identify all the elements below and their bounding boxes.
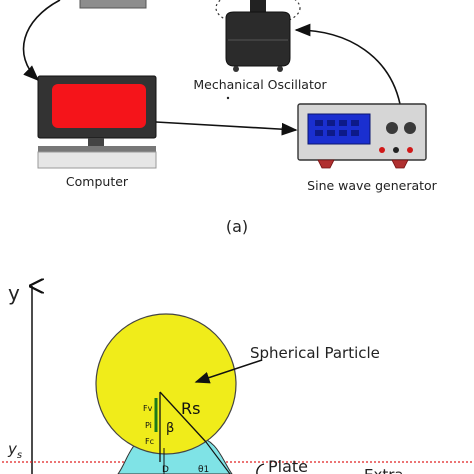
- connector-arrow-top-to-computer: [22, 0, 61, 82]
- particle-pointer-arrow: [194, 359, 263, 384]
- beta-label: β: [166, 421, 174, 436]
- y-axis-label: y: [8, 281, 20, 305]
- plate-bracket: [256, 463, 265, 474]
- oscillator-label: Mechanical Oscillator: [193, 77, 327, 92]
- particle-label: Spherical Particle: [250, 344, 380, 362]
- rs-label: Rs: [181, 399, 200, 418]
- extra-label: Extra...: [364, 466, 418, 474]
- radius-line: [159, 391, 207, 443]
- d-label: D: [162, 465, 169, 474]
- ys-label: ys: [7, 440, 22, 461]
- computer-icon: [37, 75, 157, 169]
- mechanical-oscillator-icon: [215, 0, 301, 72]
- small-dot: [226, 96, 230, 100]
- force-label-fc: Fc: [145, 437, 154, 446]
- sine-wave-generator-icon: [297, 103, 427, 169]
- theta-label: θ1: [198, 465, 209, 474]
- panel-a-caption: (a): [226, 217, 248, 236]
- top-device-block: [79, 0, 147, 9]
- contact-tangent-line: [205, 441, 231, 474]
- computer-label: Computer: [66, 174, 129, 189]
- plate-label: Plate: [268, 457, 308, 474]
- connector-arrow-generator-to-oscillator: [294, 23, 401, 105]
- force-label-fv: Fv: [143, 404, 153, 413]
- spherical-particle: [95, 313, 237, 455]
- connector-arrow-computer-to-generator: [155, 121, 298, 136]
- generator-label: Sine wave generator: [307, 178, 438, 193]
- force-label-pi: Pi: [145, 421, 152, 430]
